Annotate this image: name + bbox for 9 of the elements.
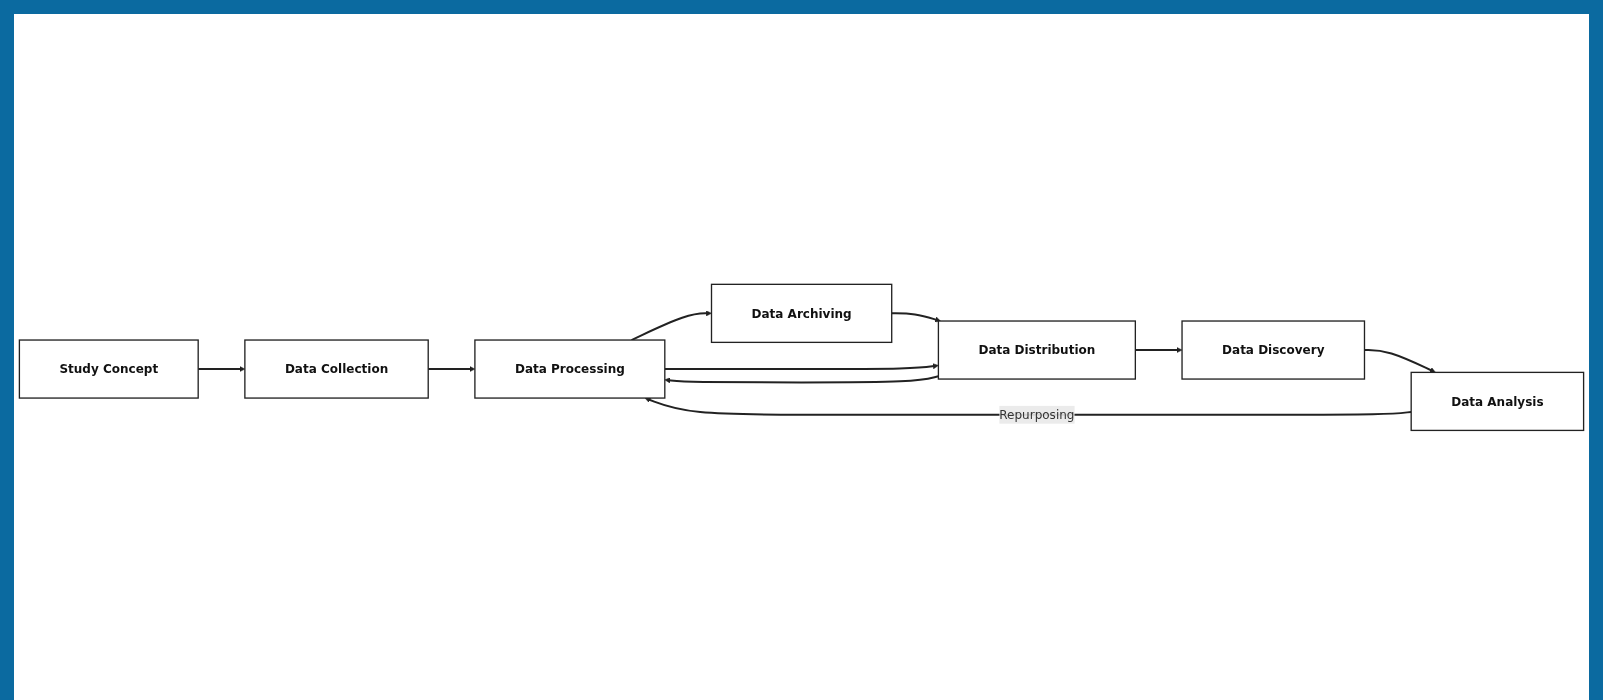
arrow bbox=[664, 374, 940, 383]
node-box: Study Concept bbox=[18, 339, 199, 399]
node-box: Data Analysis bbox=[1410, 371, 1585, 431]
node-box: Data Distribution bbox=[937, 320, 1136, 380]
node-box: Data Discovery bbox=[1181, 320, 1366, 380]
node-box: Data Collection bbox=[244, 339, 429, 399]
node-box: Data Processing bbox=[474, 339, 666, 399]
node-box: Data Archiving bbox=[710, 283, 893, 343]
edge-label: Repurposing bbox=[999, 407, 1075, 422]
